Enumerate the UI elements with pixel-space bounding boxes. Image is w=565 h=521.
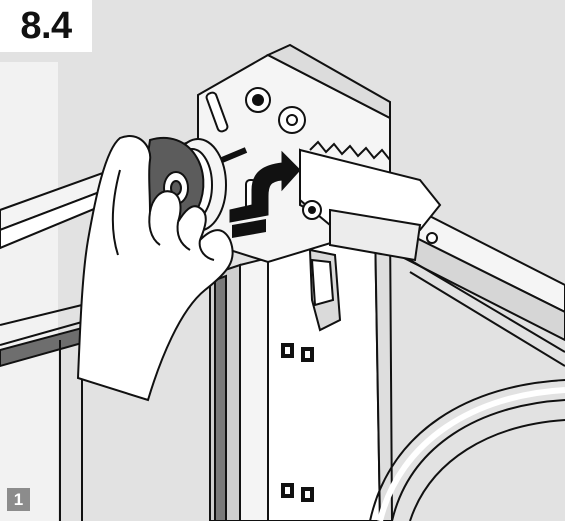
cable-drum-icon <box>369 379 565 521</box>
sub-step-badge: 1 <box>7 488 30 511</box>
hand-icon <box>76 135 234 402</box>
ratchet-mechanism-icon <box>299 140 442 332</box>
step-number-title: 8.4 <box>0 0 92 52</box>
vertical-track-icon <box>209 220 394 521</box>
frame-left-strip <box>0 62 58 521</box>
curved-arrow-icon <box>229 150 301 238</box>
